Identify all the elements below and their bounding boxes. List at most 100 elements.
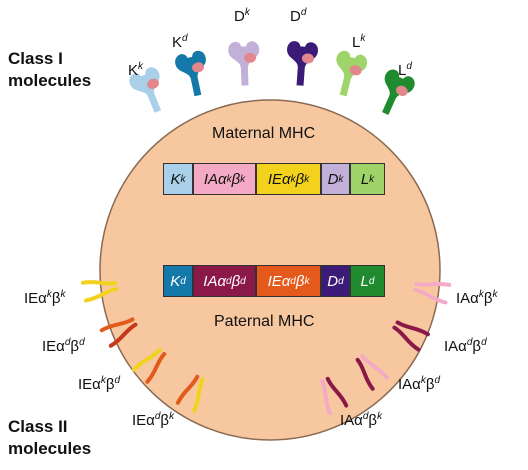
segment-beta-haplotype: d [240, 275, 246, 287]
class-ii-molecule-label: IAαkβk [456, 286, 498, 308]
segment-gene-name: IEα [267, 170, 291, 188]
class-ii-molecule-label: IEαdβd [42, 334, 85, 356]
class-ii-beta-haplotype: d [481, 337, 487, 348]
class-ii-beta: β [70, 338, 80, 355]
maternal-mhc-title: Maternal MHC [212, 125, 316, 142]
class-ii-molecule-icon [80, 280, 119, 303]
class-ii-beta-haplotype: k [492, 289, 498, 300]
segment-haplotype: d [290, 275, 296, 287]
segment-haplotype: k [369, 173, 375, 185]
class-ii-beta: β [483, 290, 493, 307]
class-ii-alpha-haplotype: k [46, 289, 52, 300]
class-i-molecule-label: Kk [128, 58, 143, 80]
class-i-chain: D [234, 8, 245, 25]
class-ii-alpha: IAα [340, 412, 363, 429]
segment-haplotype: k [226, 173, 232, 185]
class-i-haplotype: k [360, 33, 366, 44]
class-ii-alpha-haplotype: d [362, 411, 369, 422]
segment-beta-chain: β [295, 272, 305, 290]
class-i-haplotype: d [406, 61, 412, 72]
class-i-molecule-label: Dk [234, 4, 250, 26]
segment-gene-name: D [327, 272, 339, 290]
class-ii-alpha-haplotype: k [100, 375, 106, 386]
class-ii-molecule-label: IEαkβk [24, 286, 66, 308]
class-ii-beta-haplotype: d [114, 375, 121, 386]
class-ii-alpha: IEα [78, 376, 101, 393]
class-ii-beta-haplotype: k [169, 411, 175, 422]
class-ii-beta-haplotype: k [60, 289, 66, 300]
class-ii-title: Class II molecules [8, 416, 91, 460]
class-ii-beta-haplotype: d [434, 375, 441, 386]
class-i-molecule-label: Lk [352, 30, 365, 52]
class-i-chain: D [290, 8, 301, 25]
segment-gene-name: IAα [203, 272, 227, 290]
class-ii-molecule-icon [392, 320, 430, 352]
segment-gene-name: L [360, 170, 370, 188]
class-ii-molecule-label: IAαdβk [340, 408, 382, 430]
class-ii-molecule-label: IAαkβd [398, 372, 440, 394]
class-ii-molecule-label: IEαkβd [78, 372, 120, 394]
class-ii-alpha-haplotype: d [154, 411, 161, 422]
class-i-haplotype: k [244, 7, 250, 18]
class-ii-alpha-haplotype: k [420, 375, 426, 386]
molecules-layer [80, 40, 452, 415]
class-i-molecule-icon [335, 49, 369, 98]
class-ii-beta: β [105, 376, 115, 393]
class-ii-beta: β [425, 376, 435, 393]
class-i-haplotype: k [138, 61, 144, 72]
class-ii-beta: β [368, 412, 378, 429]
class-ii-alpha: IAα [444, 338, 467, 355]
class-ii-molecule-icon [320, 376, 349, 415]
segment-beta-haplotype: k [240, 173, 246, 185]
class-i-molecule-icon [380, 68, 416, 117]
class-ii-alpha: IEα [132, 412, 155, 429]
segment-beta-chain: β [231, 272, 241, 290]
segment-beta-chain: β [231, 170, 241, 188]
class-i-molecule-label: Ld [398, 58, 412, 80]
class-ii-molecule-label: IEαdβk [132, 408, 174, 430]
class-i-molecule-label: Dd [290, 4, 306, 26]
class-i-molecule-icon [174, 49, 207, 98]
segment-haplotype: d [226, 275, 232, 287]
class-i-chain: K [172, 34, 183, 51]
class-ii-alpha-haplotype: k [478, 289, 484, 300]
class-i-chain: L [398, 62, 407, 79]
class-ii-beta: β [472, 338, 482, 355]
class-i-title-line2: molecules [8, 71, 92, 90]
class-i-molecule-label: Kd [172, 30, 188, 52]
segment-beta-chain: β [295, 170, 305, 188]
class-ii-alpha: IAα [456, 290, 479, 307]
class-i-molecule-icon [227, 40, 261, 87]
class-ii-molecule-icon [131, 347, 167, 384]
class-i-haplotype: d [182, 33, 188, 44]
class-i-title: Class I molecules [8, 48, 91, 92]
class-ii-beta: β [51, 290, 61, 307]
segment-gene-name: L [360, 272, 369, 290]
class-ii-beta-haplotype: k [377, 411, 383, 422]
segment-gene-name: D [327, 170, 339, 188]
segment-beta-haplotype: k [304, 275, 310, 287]
class-ii-molecule-label: IAαdβd [444, 334, 487, 356]
class-ii-alpha-haplotype: d [466, 337, 473, 348]
segment-haplotype: d [368, 275, 375, 287]
segment-haplotype: k [180, 173, 186, 185]
segment-gene-name: K [170, 170, 181, 188]
class-ii-alpha: IAα [398, 376, 421, 393]
class-ii-alpha-haplotype: d [64, 337, 71, 348]
segment-haplotype: k [290, 173, 296, 185]
class-ii-title-line1: Class II [8, 417, 68, 436]
segment-haplotype: d [180, 275, 186, 287]
class-ii-molecule-icon [355, 354, 389, 391]
paternal-mhc-title: Paternal MHC [214, 313, 315, 330]
class-ii-beta: β [160, 412, 170, 429]
class-ii-title-line2: molecules [8, 439, 92, 458]
